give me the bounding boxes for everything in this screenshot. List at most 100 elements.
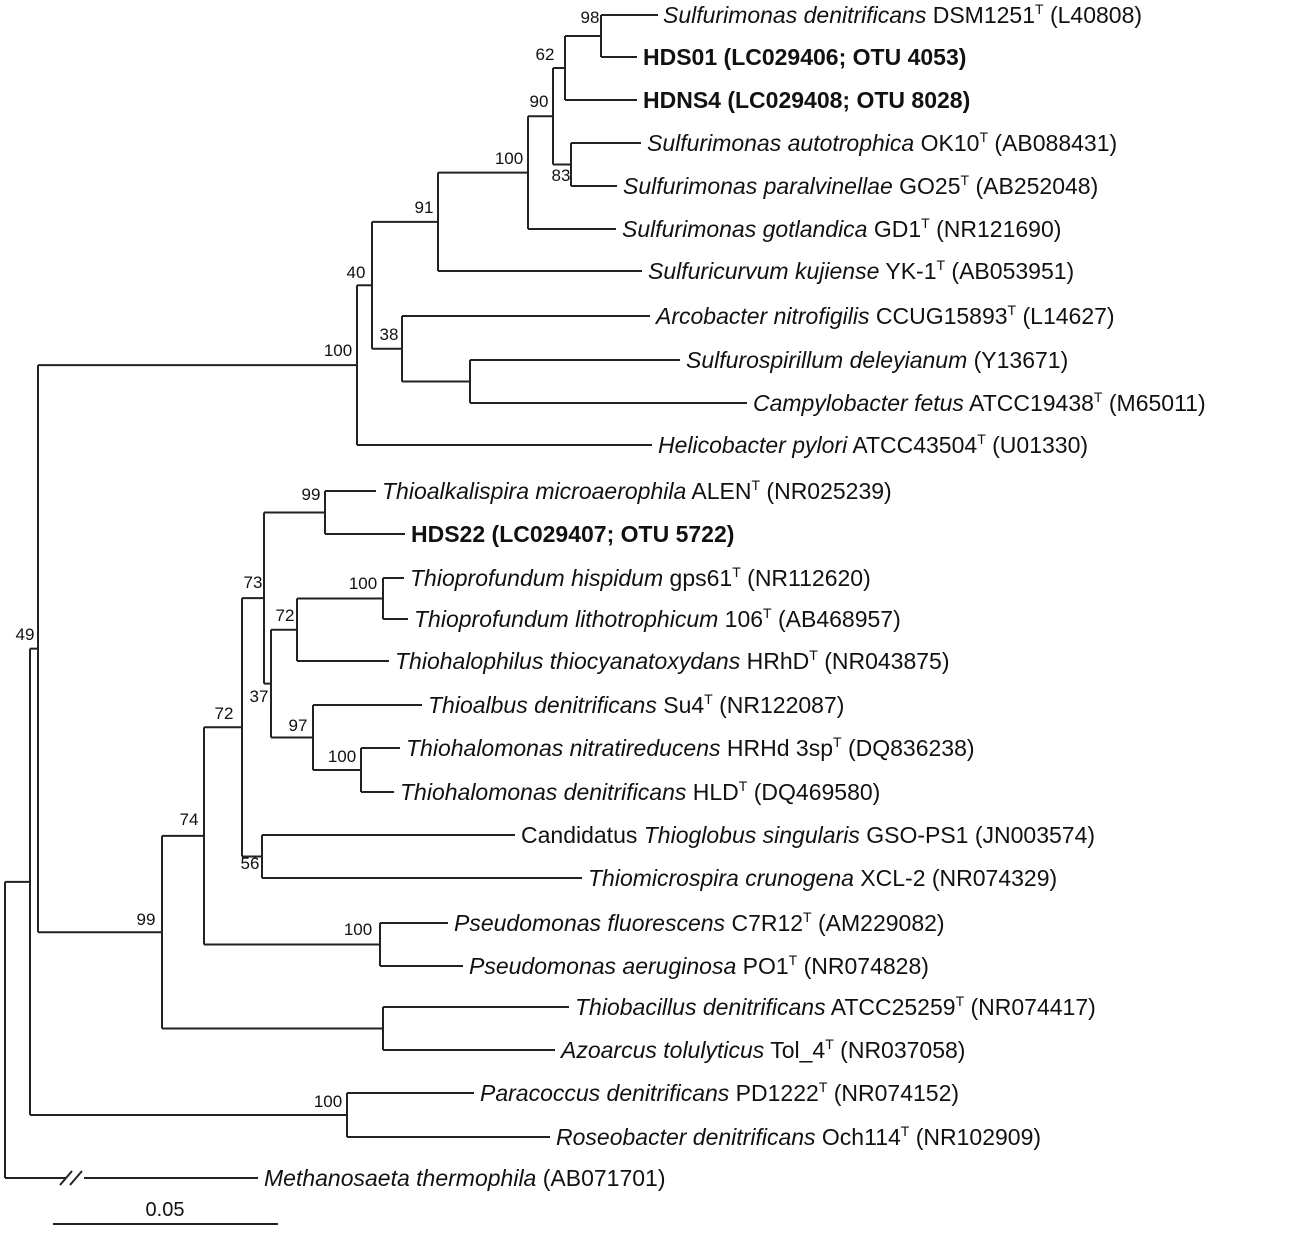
bootstrap-value-n97: 97 xyxy=(289,716,308,735)
taxon-label-part: Och114 xyxy=(816,1124,901,1150)
taxon-label-thiohalo: Thiohalophilus thiocyanatoxydans HRhDT (… xyxy=(395,647,950,674)
taxon-label-part: Thiomicrospira crunogena xyxy=(588,865,854,891)
taxon-label-part: Thioprofundum hispidum xyxy=(410,565,663,591)
type-strain-superscript: T xyxy=(1035,1,1044,17)
taxon-label-arco: Arcobacter nitrofigilis CCUG15893T (L146… xyxy=(654,302,1115,329)
taxon-label-part: (AM229082) xyxy=(812,910,945,936)
taxon-label-part: Sulfurimonas gotlandica xyxy=(622,216,867,242)
bootstrap-value-n98: 98 xyxy=(581,8,600,27)
taxon-label-part: Candidatus xyxy=(521,822,644,848)
taxon-label-tp_hisp: Thioprofundum hispidum gps61T (NR112620) xyxy=(410,564,871,591)
bootstrap-values: 9862908310091403810099100727337971007256… xyxy=(16,8,600,1111)
type-strain-superscript: T xyxy=(751,477,760,493)
taxon-label-part: (NR074417) xyxy=(964,994,1096,1020)
bootstrap-value-n90: 90 xyxy=(530,92,549,111)
taxon-label-roseo: Roseobacter denitrificans Och114T (NR102… xyxy=(556,1123,1041,1150)
bootstrap-value-n40: 40 xyxy=(347,263,366,282)
taxon-label-part: Sulfurimonas paralvinellae xyxy=(623,173,893,199)
bootstrap-value-n49: 49 xyxy=(16,625,35,644)
type-strain-superscript: T xyxy=(979,129,988,145)
taxon-label-part: PD1222 xyxy=(729,1080,819,1106)
taxon-label-part: (L40808) xyxy=(1044,2,1142,28)
taxon-label-part: Paracoccus denitrificans xyxy=(480,1080,730,1106)
taxon-label-part: GO25 xyxy=(893,173,961,199)
scale-bar-label: 0.05 xyxy=(146,1199,185,1221)
type-strain-superscript: T xyxy=(819,1079,828,1095)
taxon-label-thiobac: Thiobacillus denitrificans ATCC25259T (N… xyxy=(575,993,1096,1020)
leaf-labels: Sulfurimonas denitrificans DSM1251T (L40… xyxy=(264,1,1206,1191)
taxon-label-ps_ae: Pseudomonas aeruginosa PO1T (NR074828) xyxy=(469,952,929,979)
type-strain-superscript: T xyxy=(763,605,772,621)
taxon-label-hds22: HDS22 (LC029407; OTU 5722) xyxy=(411,521,734,547)
taxon-label-part: gps61 xyxy=(663,565,732,591)
taxon-label-part: HDS22 (LC029407; OTU 5722) xyxy=(411,521,734,547)
taxon-label-part: Thioprofundum lithotrophicum xyxy=(414,606,718,632)
bootstrap-value-n72a: 72 xyxy=(276,606,295,625)
taxon-label-thioalk: Thioalkalispira microaerophila ALENT (NR… xyxy=(382,477,892,504)
taxon-label-part: (AB468957) xyxy=(772,606,901,632)
taxon-label-para: Paracoccus denitrificans PD1222T (NR0741… xyxy=(480,1079,959,1106)
taxon-label-thm_den: Thiohalomonas denitrificans HLDT (DQ4695… xyxy=(400,778,880,805)
taxon-label-part: Arcobacter nitrofigilis xyxy=(654,303,870,329)
taxon-label-part: Su4 xyxy=(657,692,705,718)
taxon-label-part: HLD xyxy=(686,779,738,805)
branch-break-mark xyxy=(69,1170,83,1186)
bootstrap-value-n37: 37 xyxy=(250,687,269,706)
taxon-label-part: (NR037058) xyxy=(834,1037,966,1063)
taxon-label-part: ATCC43504 xyxy=(847,432,977,458)
taxon-label-part: HRHd 3sp xyxy=(721,735,833,761)
bootstrap-value-n62: 62 xyxy=(536,45,555,64)
taxon-label-part: Azoarcus tolulyticus xyxy=(559,1037,765,1063)
taxon-label-part: YK-1 xyxy=(879,258,936,284)
taxon-label-part: (L14627) xyxy=(1016,303,1114,329)
taxon-label-part: OK10 xyxy=(914,130,979,156)
type-strain-superscript: T xyxy=(936,257,945,273)
taxon-label-part: Campylobacter fetus xyxy=(753,390,964,416)
taxon-label-part: Sulfurimonas autotrophica xyxy=(647,130,914,156)
bootstrap-value-n100d: 100 xyxy=(328,747,356,766)
type-strain-superscript: T xyxy=(921,215,930,231)
type-strain-superscript: T xyxy=(956,993,965,1009)
taxon-label-part: Pseudomonas fluorescens xyxy=(454,910,726,936)
taxon-label-part: (NR043875) xyxy=(818,648,950,674)
taxon-label-part: HRhD xyxy=(740,648,809,674)
taxon-label-part: (NR025239) xyxy=(760,478,892,504)
bootstrap-value-n73: 73 xyxy=(244,573,263,592)
taxon-label-part: (NR102909) xyxy=(909,1124,1041,1150)
taxon-label-part: Thiobacillus denitrificans xyxy=(575,994,826,1020)
type-strain-superscript: T xyxy=(704,691,713,707)
taxon-label-part: (AB252048) xyxy=(969,173,1098,199)
type-strain-superscript: T xyxy=(732,564,741,580)
bootstrap-value-n72b: 72 xyxy=(215,704,234,723)
taxon-label-part: Pseudomonas aeruginosa xyxy=(469,953,736,979)
taxon-label-part: (NR122087) xyxy=(713,692,845,718)
taxon-label-part: (DQ469580) xyxy=(747,779,880,805)
taxon-label-part: Thioalbus denitrificans xyxy=(428,692,657,718)
type-strain-superscript: T xyxy=(961,172,970,188)
taxon-label-helico: Helicobacter pylori ATCC43504T (U01330) xyxy=(658,431,1088,458)
taxon-label-part: (AB053951) xyxy=(945,258,1074,284)
taxon-label-part: PO1 xyxy=(736,953,788,979)
taxon-label-part: Methanosaeta thermophila xyxy=(264,1165,536,1191)
taxon-label-part: (DQ836238) xyxy=(842,735,975,761)
taxon-label-part: ATCC19438 xyxy=(964,390,1094,416)
taxon-label-part: HDNS4 (LC029408; OTU 8028) xyxy=(643,87,970,113)
bootstrap-value-n83: 83 xyxy=(552,166,571,185)
taxon-label-part: Thiohalomonas nitratireducens xyxy=(406,735,721,761)
type-strain-superscript: T xyxy=(833,734,842,750)
taxon-label-cand: Candidatus Thioglobus singularis GSO-PS1… xyxy=(521,822,1095,848)
taxon-label-part: (NR121690) xyxy=(930,216,1062,242)
taxon-label-hdns4: HDNS4 (LC029408; OTU 8028) xyxy=(643,87,970,113)
bootstrap-value-n100b: 100 xyxy=(324,341,352,360)
taxon-label-part: (AB088431) xyxy=(988,130,1117,156)
taxon-label-part: GSO-PS1 (JN003574) xyxy=(860,822,1095,848)
taxon-label-thiomicro: Thiomicrospira crunogena XCL-2 (NR074329… xyxy=(588,865,1057,891)
taxon-label-part: (Y13671) xyxy=(967,347,1068,373)
taxon-label-part: Thiohalophilus thiocyanatoxydans xyxy=(395,648,741,674)
branch-break-mark xyxy=(59,1170,73,1186)
taxon-label-tp_lith: Thioprofundum lithotrophicum 106T (AB468… xyxy=(414,605,901,632)
taxon-label-part: CCUG15893 xyxy=(869,303,1007,329)
taxon-label-campy: Campylobacter fetus ATCC19438T (M65011) xyxy=(753,389,1206,416)
bootstrap-value-n99a: 99 xyxy=(302,485,321,504)
